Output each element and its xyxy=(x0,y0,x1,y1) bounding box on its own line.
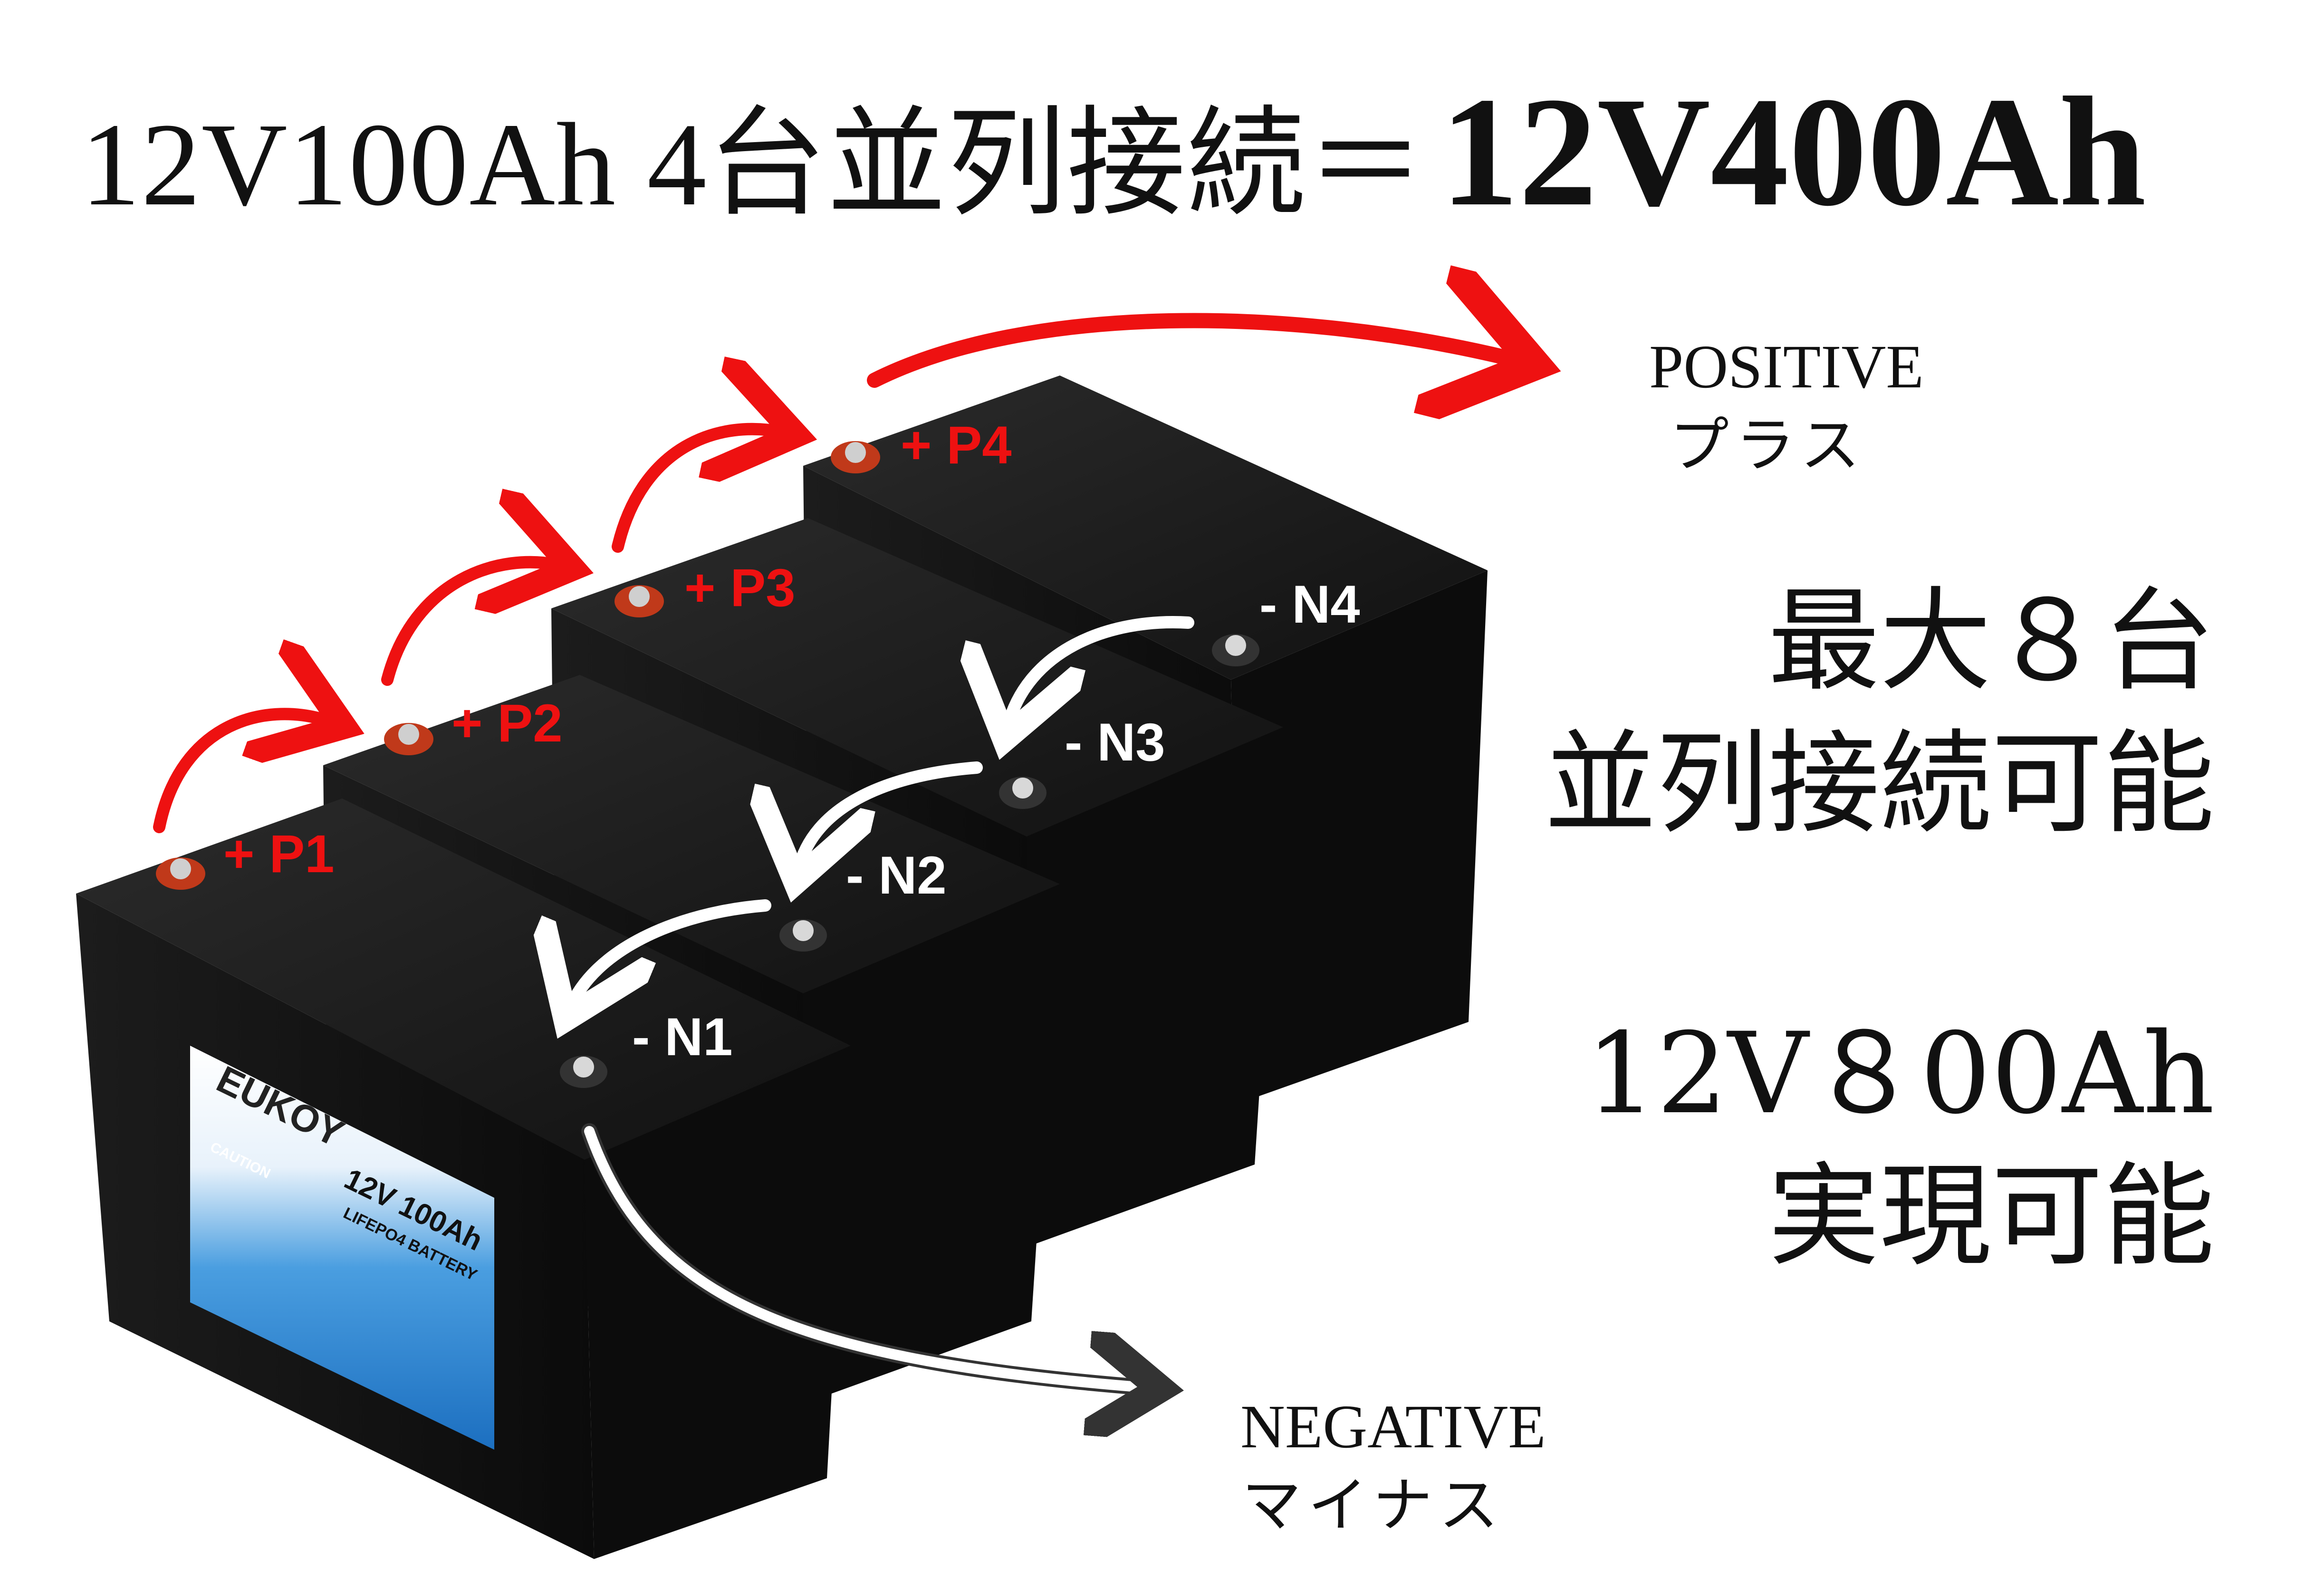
arrow-p2-p3 xyxy=(381,562,561,686)
terminal-p3 xyxy=(615,585,664,617)
label-n3: - N3 xyxy=(1065,712,1165,772)
positive-label-en: POSITIVE xyxy=(1649,333,1924,401)
page-title: 12V100Ah 4台並列接続＝12V400Ah xyxy=(81,62,2267,239)
positive-label-ja: プラス xyxy=(1669,411,1867,480)
terminal-p1 xyxy=(156,857,205,890)
positive-arrows xyxy=(153,320,1521,833)
battery-label xyxy=(190,1046,494,1450)
capacity-line2: 実現可能 xyxy=(1768,1152,2215,1281)
negative-label-ja: マイナス xyxy=(1242,1471,1505,1540)
terminal-n2 xyxy=(779,919,827,952)
terminal-n3 xyxy=(999,777,1047,809)
label-n4: - N4 xyxy=(1259,575,1360,634)
battery-1: EUKOY 12V 100Ah LIFEPO4 BATTERY CAUTION xyxy=(76,799,851,1559)
max-units-line1: 最大８台 xyxy=(1768,577,2215,706)
capacity-line1: 12V８00Ah xyxy=(1585,1009,2215,1139)
terminal-p4 xyxy=(831,441,880,473)
arrow-p3-p4 xyxy=(612,429,784,553)
terminal-n4 xyxy=(1212,634,1259,666)
terminal-n1 xyxy=(560,1056,607,1088)
label-n2: - N2 xyxy=(846,846,947,905)
capacity-text: 12V８00Ah 実現可能 xyxy=(1585,1003,2215,1288)
label-p3: + P3 xyxy=(684,558,796,617)
arrow-n4-n3 xyxy=(1008,616,1194,727)
arrow-positive-out xyxy=(867,320,1521,380)
positive-terminals xyxy=(156,441,880,890)
terminal-p2 xyxy=(384,723,433,755)
label-p2: + P2 xyxy=(451,693,563,753)
negative-label-en: NEGATIVE xyxy=(1240,1393,1546,1461)
max-units-text: 最大８台 並列接続可能 xyxy=(1545,570,2215,856)
arrow-p1-p2 xyxy=(153,714,333,833)
arrow-negative-out xyxy=(581,1123,1150,1388)
negative-label: NEGATIVE マイナス xyxy=(1240,1388,1546,1545)
label-n1: - N1 xyxy=(632,1007,733,1067)
positive-label: POSITIVE プラス xyxy=(1649,328,1924,485)
max-units-line2: 並列接続可能 xyxy=(1545,719,2215,849)
label-p4: + P4 xyxy=(901,415,1012,475)
label-p1: + P1 xyxy=(223,824,335,884)
arrow-n2-n1 xyxy=(570,899,771,1008)
arrow-n3-n2 xyxy=(798,761,983,870)
negative-arrows xyxy=(570,616,1194,1008)
title-left: 12V100Ah 4台並列接続＝ xyxy=(81,99,1426,231)
title-capacity: 12V400Ah xyxy=(1440,65,2146,239)
negative-terminals xyxy=(560,634,1259,1088)
